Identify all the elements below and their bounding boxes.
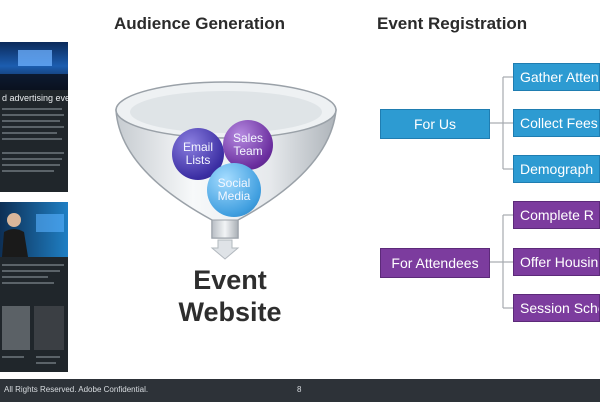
- conference-stage-photo: [0, 42, 68, 90]
- text-line: [2, 264, 64, 266]
- for-attendees-label: For Attendees: [391, 255, 479, 271]
- text-line: [2, 270, 60, 272]
- for-us-label: For Us: [414, 116, 456, 132]
- event-website-caption: Event Website: [150, 265, 310, 328]
- for-us-box: For Us: [380, 109, 490, 139]
- text-line: [2, 170, 54, 172]
- speaker-thumbnail: [34, 306, 64, 350]
- text-line: [2, 164, 60, 166]
- collect-fees-box: Collect Fees: [513, 109, 600, 137]
- page-number: 8: [297, 385, 302, 394]
- footer-bar: All Rights Reserved. Adobe Confidential.…: [0, 379, 600, 402]
- text-line: [2, 138, 62, 140]
- circle-label: Lists: [185, 153, 211, 167]
- circle-label: Sales: [232, 131, 264, 146]
- box-label: Demograph: [520, 161, 594, 177]
- text-line: [2, 120, 60, 122]
- text-line: [36, 356, 60, 358]
- circle-label: Media: [217, 189, 251, 203]
- circle-label: Email: [182, 140, 213, 155]
- text-line: [2, 152, 64, 154]
- offer-housing-box: Offer Housin: [513, 248, 600, 276]
- text-line: [2, 356, 24, 358]
- text-line: [2, 282, 54, 284]
- box-label: Gather Atten: [520, 69, 599, 85]
- speaker-thumbnail: [2, 306, 30, 350]
- box-label: Session Sche: [520, 300, 600, 316]
- audience-generation-title: Audience Generation: [114, 14, 285, 33]
- circle-label: Social: [217, 176, 251, 191]
- box-label: Complete R: [520, 207, 594, 223]
- website-screenshot-bottom: [0, 202, 68, 372]
- website-screenshot-top: d advertising event: [0, 42, 68, 192]
- demographics-box: Demograph: [513, 155, 600, 183]
- text-line: [2, 108, 62, 110]
- text-line: [2, 126, 64, 128]
- screenshot-heading: d advertising event: [2, 93, 68, 103]
- copyright-text: All Rights Reserved. Adobe Confidential.: [4, 385, 149, 394]
- text-line: [2, 276, 48, 278]
- session-schedule-box: Session Sche: [513, 294, 600, 322]
- caption-line: Event: [193, 265, 267, 295]
- caption-line: Website: [178, 296, 282, 327]
- event-registration-title: Event Registration: [377, 14, 528, 33]
- complete-registration-box: Complete R: [513, 201, 600, 229]
- text-line: [36, 362, 56, 364]
- text-line: [2, 114, 64, 116]
- for-attendees-box: For Attendees: [380, 248, 490, 278]
- text-line: [2, 132, 57, 134]
- box-label: Collect Fees: [520, 115, 598, 131]
- speaker-photo: [0, 202, 68, 257]
- text-line: [2, 158, 62, 160]
- circle-label: Team: [233, 144, 263, 158]
- gather-attendees-box: Gather Atten: [513, 63, 600, 91]
- box-label: Offer Housin: [520, 254, 599, 270]
